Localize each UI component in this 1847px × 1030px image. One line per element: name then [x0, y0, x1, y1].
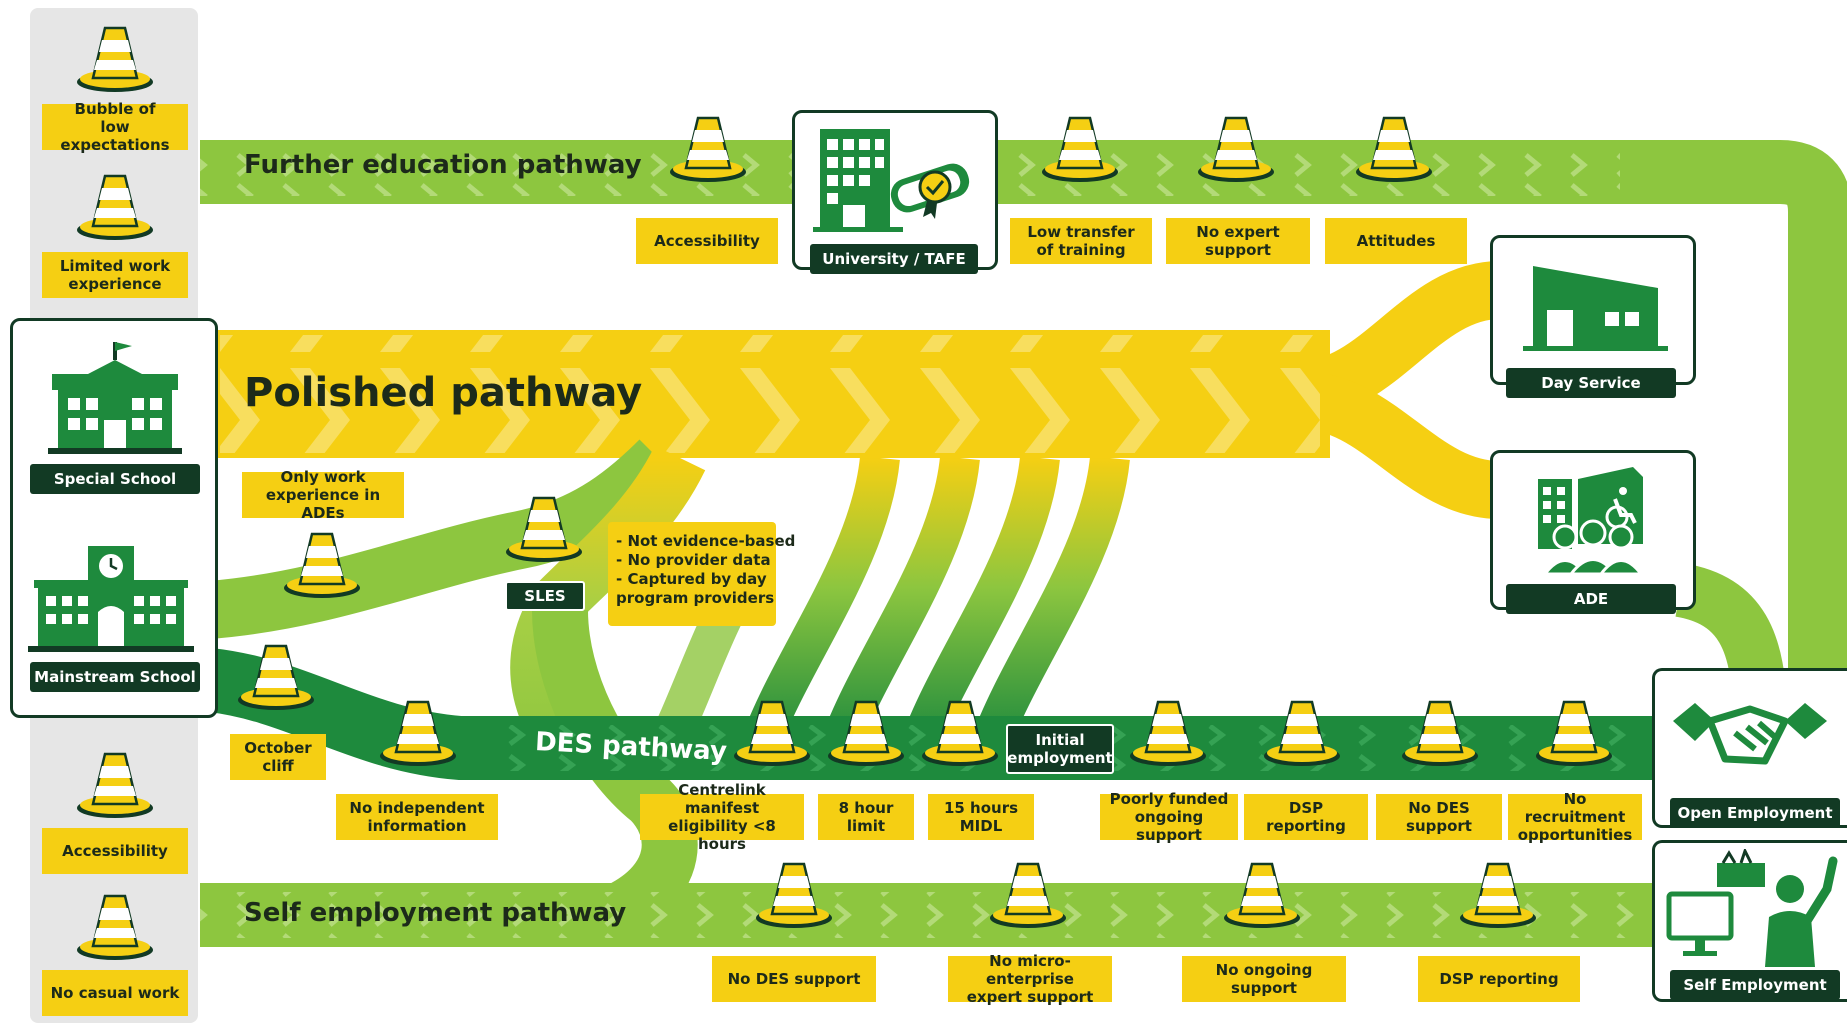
sles-note: - No provider data [616, 551, 771, 569]
traffic-cone-icon [77, 752, 153, 818]
university-label: University / TAFE [810, 244, 978, 274]
traffic-cone-icon [1536, 700, 1612, 766]
person-waving-icon [1765, 856, 1838, 967]
toolbox-icon [1717, 849, 1765, 887]
group-people-icon [1542, 519, 1644, 576]
traffic-cone-icon [1130, 700, 1206, 766]
self-employment-label: Self Employment [1670, 970, 1840, 1000]
diploma-icon [890, 163, 970, 219]
university-building-icon [813, 129, 903, 232]
barrier-label: Attitudes [1325, 218, 1467, 264]
barrier-label: DSP reporting [1244, 794, 1368, 840]
barrier-label: No expert support [1166, 218, 1310, 264]
sles-road [207, 439, 681, 639]
open-employment-label: Open Employment [1670, 798, 1840, 828]
day-service-building-icon [1523, 266, 1668, 351]
sles-label: SLES [505, 581, 585, 611]
day-service-card [1490, 235, 1696, 385]
traffic-cone-icon [756, 862, 832, 928]
traffic-cone-icon [922, 700, 998, 766]
sles-note: - Not evidence-based [616, 532, 796, 550]
handshake-icon [1673, 703, 1827, 765]
sidebar-barrier-label: Limited work experience [42, 252, 188, 298]
traffic-cone-icon [284, 532, 360, 598]
barrier-label: October cliff [230, 734, 326, 780]
sles-note: - Captured by day [616, 570, 767, 588]
self-employment-title: Self employment pathway [244, 898, 627, 928]
traffic-cone-icon [1356, 116, 1432, 182]
day-service-label: Day Service [1506, 368, 1676, 398]
traffic-cone-icon [506, 496, 582, 562]
traffic-cone-icon [734, 700, 810, 766]
barrier-label: DSP reporting [1418, 956, 1580, 1002]
barrier-label: No recruitment opportunities [1508, 790, 1642, 844]
traffic-cone-icon [1402, 700, 1478, 766]
traffic-cone-icon [380, 700, 456, 766]
mainstream-school-label: Mainstream School [30, 662, 200, 692]
barrier-label: Poorly funded ongoing support [1100, 790, 1238, 844]
university-card [792, 110, 998, 270]
initial-employment-label: Initial employment [1006, 724, 1114, 774]
barrier-label: No DES support [1376, 794, 1502, 840]
barrier-label: Low transfer of training [1010, 218, 1152, 264]
sles-note: program providers [616, 589, 775, 607]
sles-notes: - Not evidence-based - No provider data … [608, 522, 796, 626]
barrier-label: 15 hours MIDL [928, 794, 1034, 840]
traffic-cone-icon [77, 894, 153, 960]
sidebar-barrier-label: Bubble of low expectations [42, 100, 188, 154]
traffic-cone-icon [1264, 700, 1340, 766]
traffic-cone-icon [77, 174, 153, 240]
ade-label: ADE [1506, 584, 1676, 614]
barrier-label: Centrelink manifest eligibility <8 hours [640, 781, 804, 853]
special-school-label: Special School [30, 464, 200, 494]
sidebar-barrier-label: No casual work [42, 970, 188, 1016]
barrier-label: 8 hour limit [818, 794, 914, 840]
clock-school-icon [28, 546, 194, 652]
traffic-cone-icon [1042, 116, 1118, 182]
traffic-cone-icon [238, 644, 314, 710]
barrier-label: Only work experience in ADEs [242, 468, 404, 522]
computer-monitor-icon [1666, 891, 1734, 956]
traffic-cone-icon [77, 26, 153, 92]
barrier-label: No DES support [712, 956, 876, 1002]
ade-card [1490, 450, 1696, 610]
traffic-cone-icon [828, 700, 904, 766]
barrier-label: No ongoing support [1182, 956, 1346, 1002]
school-building-icon [48, 342, 182, 454]
polished-title: Polished pathway [244, 370, 643, 416]
traffic-cone-icon [670, 116, 746, 182]
sidebar-barrier-label: Accessibility [42, 828, 188, 874]
traffic-cone-icon [1198, 116, 1274, 182]
barrier-label: Accessibility [636, 218, 778, 264]
traffic-cone-icon [990, 862, 1066, 928]
barrier-label: No micro-enterprise expert support [948, 952, 1112, 1006]
barrier-label: No independent information [336, 794, 498, 840]
traffic-cone-icon [1224, 862, 1300, 928]
traffic-cone-icon [1460, 862, 1536, 928]
further-education-title: Further education pathway [244, 150, 642, 180]
